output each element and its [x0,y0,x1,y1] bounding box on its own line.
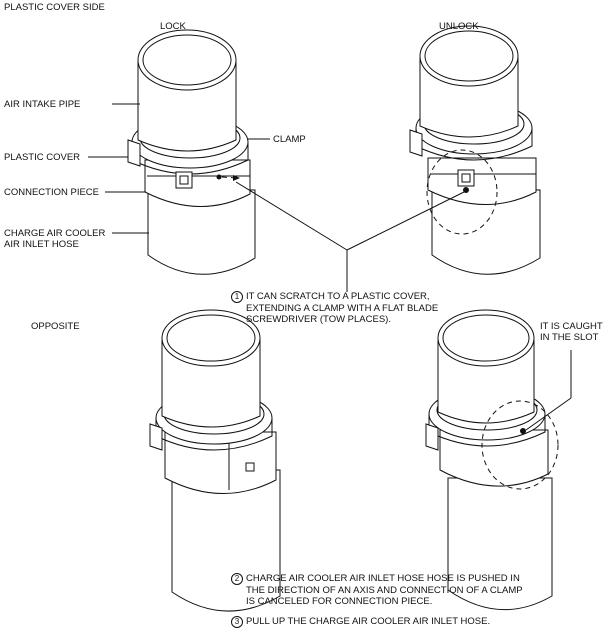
plastic-cover-label: PLASTIC COVER [4,152,81,163]
note-1-text: IT CAN SCRATCH TO A PLASTIC COVER, EXTEN… [246,291,439,325]
note-1-number: 1 [231,291,243,303]
unlock-label: UNLOCK [439,21,479,32]
lock-assembly [127,29,256,275]
note-3-text: PULL UP THE CHARGE AIR COOLER AIR INLET … [246,616,491,627]
note-2-text: CHARGE AIR COOLER AIR INLET HOSE HOSE IS… [246,573,523,607]
charge-air-cooler-label-line2: AIR INLET HOSE [4,239,79,250]
clamp-label: CLAMP [273,134,306,145]
lock-label: LOCK [160,21,186,32]
connection-piece-label: CONNECTION PIECE [4,187,100,198]
plastic-cover-side-heading: PLASTIC COVER SIDE [4,2,105,13]
charge-air-cooler-label-line1: CHARGE AIR COOLER [4,228,106,239]
note-1: 1 IT CAN SCRATCH TO A PLASTIC COVER, EXT… [231,291,471,331]
opposite-assembly [149,309,281,612]
note-2-number: 2 [231,573,243,585]
air-intake-pipe-label: AIR INTAKE PIPE [4,99,81,110]
note-2: 2 CHARGE AIR COOLER AIR INLET HOSE HOSE … [231,573,601,613]
opposite-heading: OPPOSITE [31,321,80,332]
caught-assembly [425,309,559,611]
caught-label-line1: IT IS CAUGHT [540,321,603,332]
unlock-assembly [409,25,541,275]
note-3: 3 PULL UP THE CHARGE AIR COOLER AIR INLE… [231,616,601,629]
caught-label-line2: IN THE SLOT [540,332,599,343]
note-3-number: 3 [231,616,243,628]
